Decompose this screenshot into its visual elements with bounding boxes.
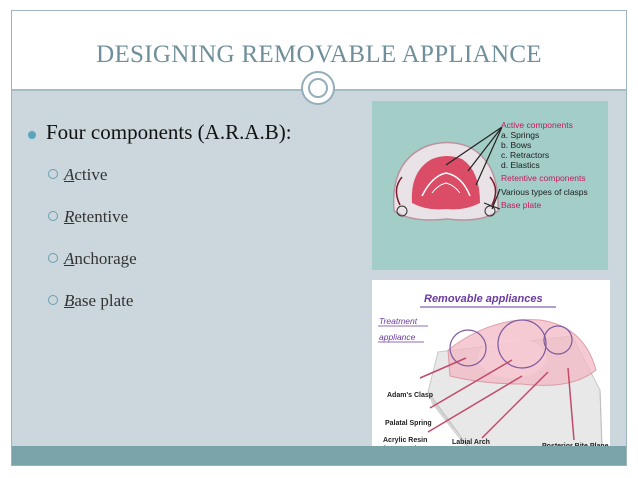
ring-bullet-icon <box>48 295 58 305</box>
label-springs: a. Springs <box>501 130 540 140</box>
sub-bullet-retentive: Retentive <box>28 207 292 229</box>
label-labial-arch: Labial Arch <box>452 439 490 446</box>
appliance-components-image: Active components a. Springs b. Bows c. … <box>372 101 608 270</box>
sub-bullet-anchorage: Anchorage <box>28 249 292 271</box>
label-retractors: c. Retractors <box>501 150 550 160</box>
removable-appliance-diagram: Removable appliances Treatment appliance… <box>372 280 610 456</box>
label-acrylic-resin: Acrylic Resin <box>383 437 428 444</box>
bullet-dot-icon <box>28 131 36 139</box>
sub-bullet-base-plate: Base plate <box>28 291 292 313</box>
ring-bullet-icon <box>48 169 58 179</box>
label-base-plate: Base plate <box>501 200 542 210</box>
label-adams-clasp: Adam's Clasp <box>387 392 434 399</box>
ring-bullet-icon <box>48 211 58 221</box>
label-active-components: Active components <box>501 120 573 130</box>
ring-bullet-icon <box>48 253 58 263</box>
slide-title: DESIGNING REMOVABLE APPLIANCE <box>96 41 542 68</box>
label-retentive-components: Retentive components <box>501 173 586 183</box>
label-clasps: Various types of clasps <box>501 187 588 197</box>
label-treatment: Treatment <box>379 316 418 326</box>
appliance-illustration <box>372 101 608 270</box>
bullet-list: Four components (A.R.A.B): Active Retent… <box>28 120 292 313</box>
label-palatal-spring: Palatal Spring <box>385 420 432 427</box>
divider-ornament <box>301 71 335 105</box>
appliance-model-illustration <box>372 280 610 456</box>
label-appliance: appliance <box>379 332 416 342</box>
footer-band <box>12 446 626 465</box>
sub-bullet-active: Active <box>28 165 292 187</box>
label-bows: b. Bows <box>501 140 532 150</box>
diagram-title: Removable appliances <box>424 293 543 305</box>
label-elastics: d. Elastics <box>501 160 540 170</box>
main-bullet: Four components (A.R.A.B): <box>28 120 292 145</box>
